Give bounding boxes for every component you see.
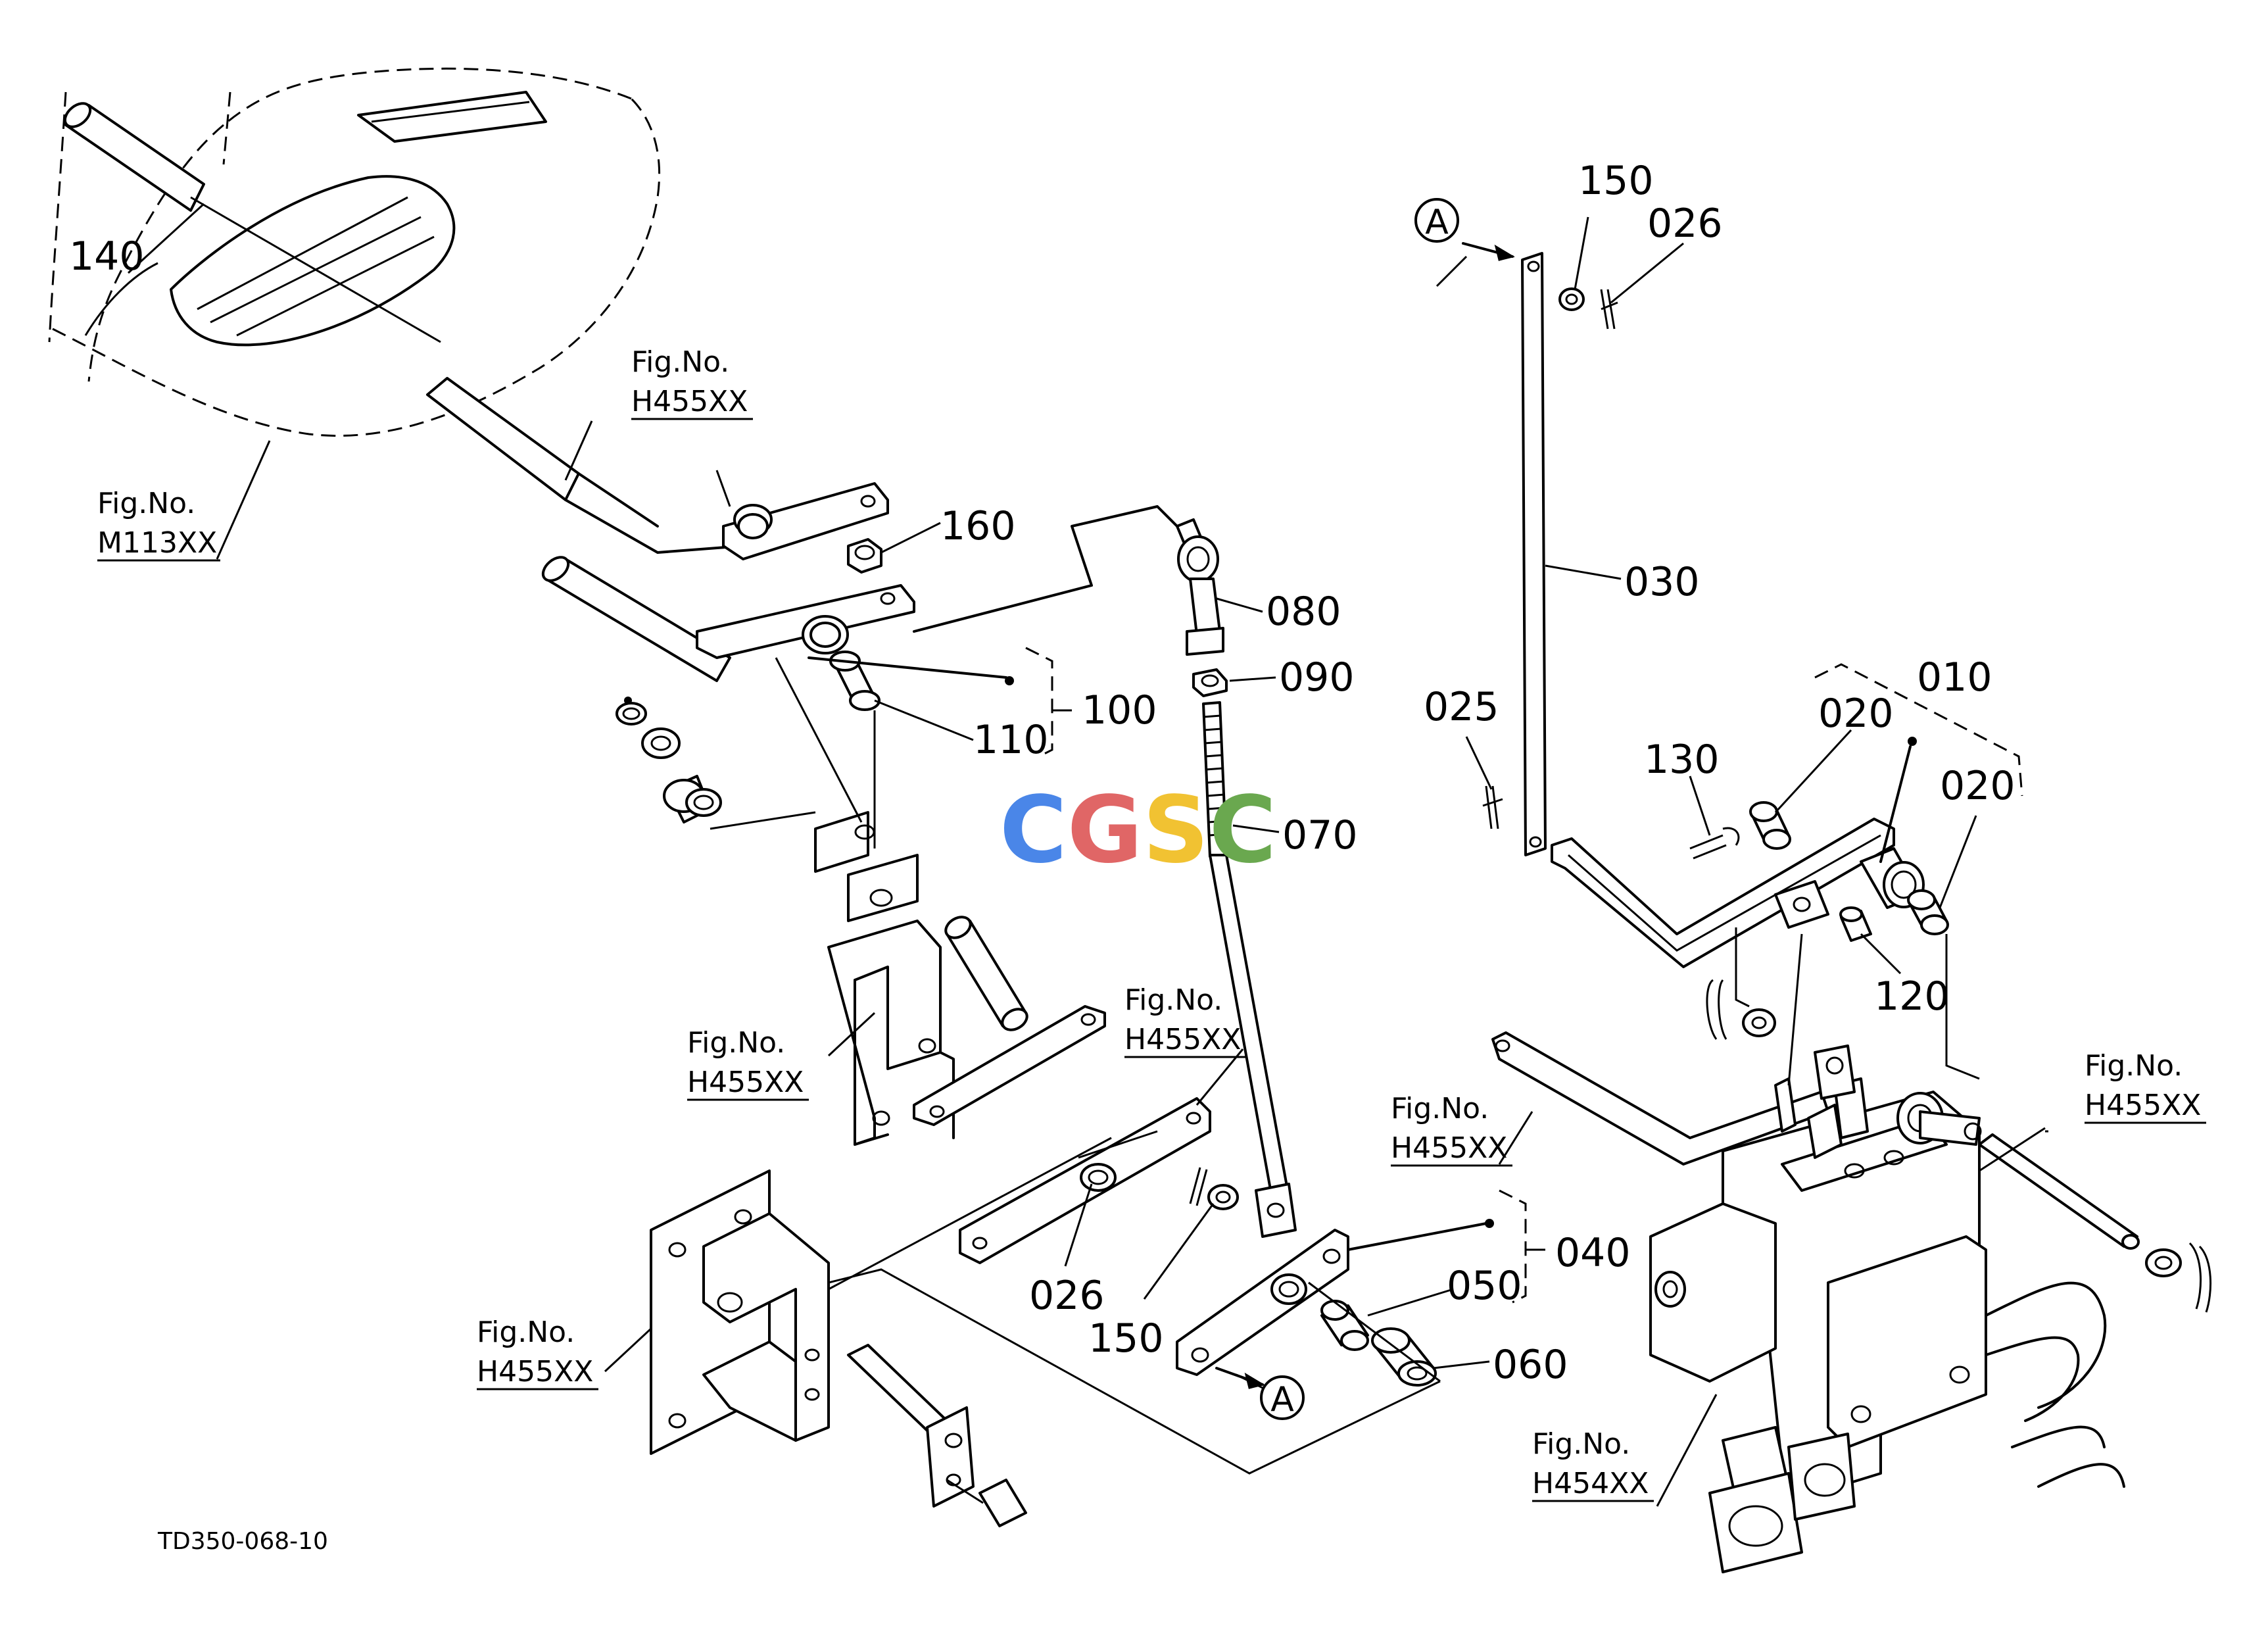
label-100: 100 [1082, 687, 1157, 733]
figref-m113: Fig.No. M113XX [97, 487, 220, 562]
figref-h455-top: Fig.No. H455XX [631, 345, 753, 420]
label-160: 160 [940, 503, 1016, 549]
figref-h455-top-prefix: Fig.No. [631, 345, 729, 379]
watermark-text: CGSC [1000, 777, 1276, 884]
label-040: 040 [1555, 1230, 1631, 1276]
ref-marker-top: A [1414, 198, 1459, 243]
figref-h455-mid-left-code: H455XX [687, 1066, 804, 1099]
figref-m113-code: M113XX [97, 526, 217, 560]
rod-070-assembly [1176, 518, 1297, 1238]
label-026-top: 026 [1647, 201, 1723, 247]
label-090: 090 [1279, 654, 1355, 701]
label-025: 025 [1424, 684, 1499, 730]
figref-h455-bottom-left: Fig.No. H455XX [477, 1315, 598, 1390]
figref-h454-prefix: Fig.No. [1532, 1427, 1630, 1461]
figref-h454: Fig.No. H454XX [1532, 1427, 1654, 1502]
diagram-code: TD350-068-10 [157, 1528, 328, 1555]
figref-h455-right-mid-prefix: Fig.No. [1391, 1092, 1489, 1125]
figref-h455-far-right: Fig.No. H455XX [2085, 1049, 2206, 1124]
figref-m113-prefix: Fig.No. [97, 487, 195, 520]
figref-h455-mid: Fig.No. H455XX [1124, 983, 1246, 1058]
label-020-right: 020 [1940, 763, 2015, 809]
lever-assembly [426, 377, 1178, 711]
figref-h455-mid-prefix: Fig.No. [1124, 983, 1222, 1017]
bracket-left [615, 657, 1106, 1146]
label-150-top: 150 [1578, 158, 1654, 204]
label-020-left: 020 [1818, 691, 1894, 737]
ref-marker-bottom: A [1260, 1375, 1305, 1420]
figref-h455-mid-code: H455XX [1124, 1023, 1241, 1056]
label-150-bottom: 150 [1088, 1315, 1164, 1362]
figref-h455-bottom-left-prefix: Fig.No. [477, 1315, 575, 1349]
label-110: 110 [973, 717, 1049, 763]
figref-h455-mid-left-prefix: Fig.No. [687, 1026, 785, 1060]
base-plate-assembly [650, 1097, 1441, 1527]
assembly-010 [1689, 663, 2023, 942]
figref-h455-right-mid: Fig.No. H455XX [1391, 1092, 1512, 1167]
label-130: 130 [1644, 737, 1720, 783]
fender-outline [48, 67, 661, 437]
figref-h455-top-code: H455XX [631, 385, 748, 418]
link-040-assembly [1176, 1167, 1494, 1387]
watermark-logo: CGSC [1000, 777, 1276, 884]
ref-marker-top-label: A [1425, 203, 1449, 242]
rod-030 [1482, 252, 1895, 968]
label-060: 060 [1493, 1342, 1568, 1388]
label-070: 070 [1282, 812, 1358, 858]
figref-h455-far-right-prefix: Fig.No. [2085, 1049, 2183, 1083]
figref-h454-code: H454XX [1532, 1467, 1649, 1500]
ref-marker-bottom-label: A [1270, 1380, 1294, 1419]
figref-h455-far-right-code: H455XX [2085, 1089, 2201, 1122]
figref-h455-right-mid-code: H455XX [1391, 1131, 1507, 1165]
label-140: 140 [69, 234, 145, 280]
control-valve [1491, 927, 2211, 1573]
label-080: 080 [1266, 589, 1341, 635]
label-030: 030 [1624, 559, 1700, 605]
label-026-bottom: 026 [1029, 1273, 1105, 1319]
label-120: 120 [1874, 973, 1950, 1020]
leader-lines [127, 203, 2048, 1507]
figref-h455-bottom-left-code: H455XX [477, 1355, 593, 1389]
lever-140 [63, 102, 441, 343]
label-010: 010 [1917, 654, 1992, 701]
label-050: 050 [1447, 1263, 1522, 1309]
figref-h455-mid-left: Fig.No. H455XX [687, 1026, 809, 1101]
